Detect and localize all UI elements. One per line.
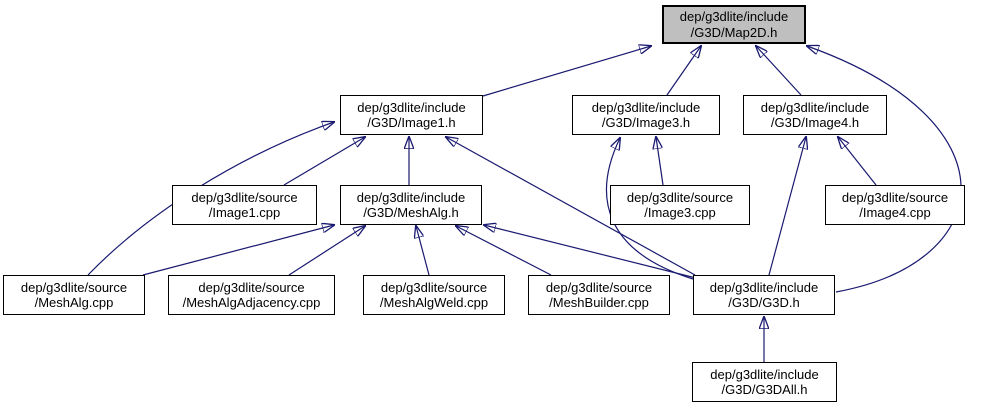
node-image1-cpp[interactable]: dep/g3dlite/source /Image1.cpp xyxy=(172,185,317,225)
node-g3d-meshalg-h[interactable]: dep/g3dlite/include /G3D/MeshAlg.h xyxy=(340,185,482,225)
node-image4-cpp[interactable]: dep/g3dlite/source /Image4.cpp xyxy=(825,185,965,225)
node-label: dep/g3dlite/include xyxy=(356,189,466,205)
node-label: /G3D/G3D.h xyxy=(728,295,800,310)
node-label: /G3D/Image1.h xyxy=(367,115,456,130)
node-label: dep/g3dlite/source xyxy=(626,189,734,205)
node-label: dep/g3dlite/include xyxy=(710,366,819,382)
edge-image4cpp-to-image4h xyxy=(838,137,877,186)
edge-g3dh-to-meshalgh xyxy=(484,225,697,279)
edge-meshalgweldcpp-to-meshalgh xyxy=(416,226,430,276)
node-label: /G3D/G3DAll.h xyxy=(721,382,808,397)
node-g3d-map2d-h[interactable]: dep/g3dlite/include /G3D/Map2D.h xyxy=(662,5,806,44)
edge-meshalgadjacencycpp-to-meshalgh xyxy=(288,226,365,276)
node-label: /G3D/Image3.h xyxy=(601,115,691,130)
edge-image4h-to-map2dh xyxy=(756,46,802,96)
edge-g3dh-to-map2dh xyxy=(807,46,962,293)
node-label: /G3D/Map2D.h xyxy=(690,24,778,40)
edge-g3dh-to-image4h xyxy=(768,137,806,276)
node-label: dep/g3dlite/source xyxy=(380,279,488,295)
node-label: /MeshAlgAdjacency.cpp xyxy=(182,295,321,310)
edge-image3cpp-to-image3h xyxy=(656,137,664,186)
node-g3d-g3d-h[interactable]: dep/g3dlite/include /G3D/G3D.h xyxy=(693,275,835,315)
edge-meshalgcpp-to-meshalgh xyxy=(142,225,334,276)
node-label: dep/g3dlite/include xyxy=(357,99,466,115)
node-label: /Image4.cpp xyxy=(859,205,931,220)
edge-meshbuildercpp-to-meshalgh xyxy=(456,226,552,276)
node-label: dep/g3dlite/source xyxy=(545,279,653,295)
node-g3d-image3-h[interactable]: dep/g3dlite/include /G3D/Image3.h xyxy=(572,95,720,135)
node-label: dep/g3dlite/include xyxy=(760,99,870,115)
node-meshbuilder-cpp[interactable]: dep/g3dlite/source /MeshBuilder.cpp xyxy=(528,275,670,315)
node-label: /Image3.cpp xyxy=(644,205,716,220)
node-label: /Image1.cpp xyxy=(208,205,281,220)
node-label: /MeshBuilder.cpp xyxy=(549,295,649,310)
node-label: /G3D/MeshAlg.h xyxy=(363,205,459,220)
node-label: dep/g3dlite/source xyxy=(20,279,128,295)
node-label: /MeshAlgWeld.cpp xyxy=(379,295,489,310)
edge-g3dh-to-image1h xyxy=(446,137,696,276)
edge-image1cpp-to-image1h xyxy=(283,137,365,186)
node-label: dep/g3dlite/source xyxy=(191,189,298,205)
node-label: dep/g3dlite/source xyxy=(841,189,949,205)
node-label: dep/g3dlite/include xyxy=(591,99,701,115)
node-label: dep/g3dlite/include xyxy=(709,279,819,295)
node-label: /MeshAlg.cpp xyxy=(34,295,114,310)
node-label: dep/g3dlite/source xyxy=(198,279,305,295)
edge-image1h-to-map2dh xyxy=(482,46,651,97)
node-meshalgadjacency-cpp[interactable]: dep/g3dlite/source /MeshAlgAdjacency.cpp xyxy=(168,275,335,315)
node-meshalg-cpp[interactable]: dep/g3dlite/source /MeshAlg.cpp xyxy=(3,275,145,315)
node-g3d-image4-h[interactable]: dep/g3dlite/include /G3D/Image4.h xyxy=(743,95,887,135)
node-g3d-g3dall-h[interactable]: dep/g3dlite/include /G3D/G3DAll.h xyxy=(692,362,837,402)
node-image3-cpp[interactable]: dep/g3dlite/source /Image3.cpp xyxy=(610,185,750,225)
node-label: dep/g3dlite/include xyxy=(679,9,789,24)
node-label: /G3D/Image4.h xyxy=(770,115,860,130)
node-g3d-image1-h[interactable]: dep/g3dlite/include /G3D/Image1.h xyxy=(340,95,483,135)
edge-image3h-to-map2dh xyxy=(666,46,701,96)
node-meshalgweld-cpp[interactable]: dep/g3dlite/source /MeshAlgWeld.cpp xyxy=(363,275,505,315)
